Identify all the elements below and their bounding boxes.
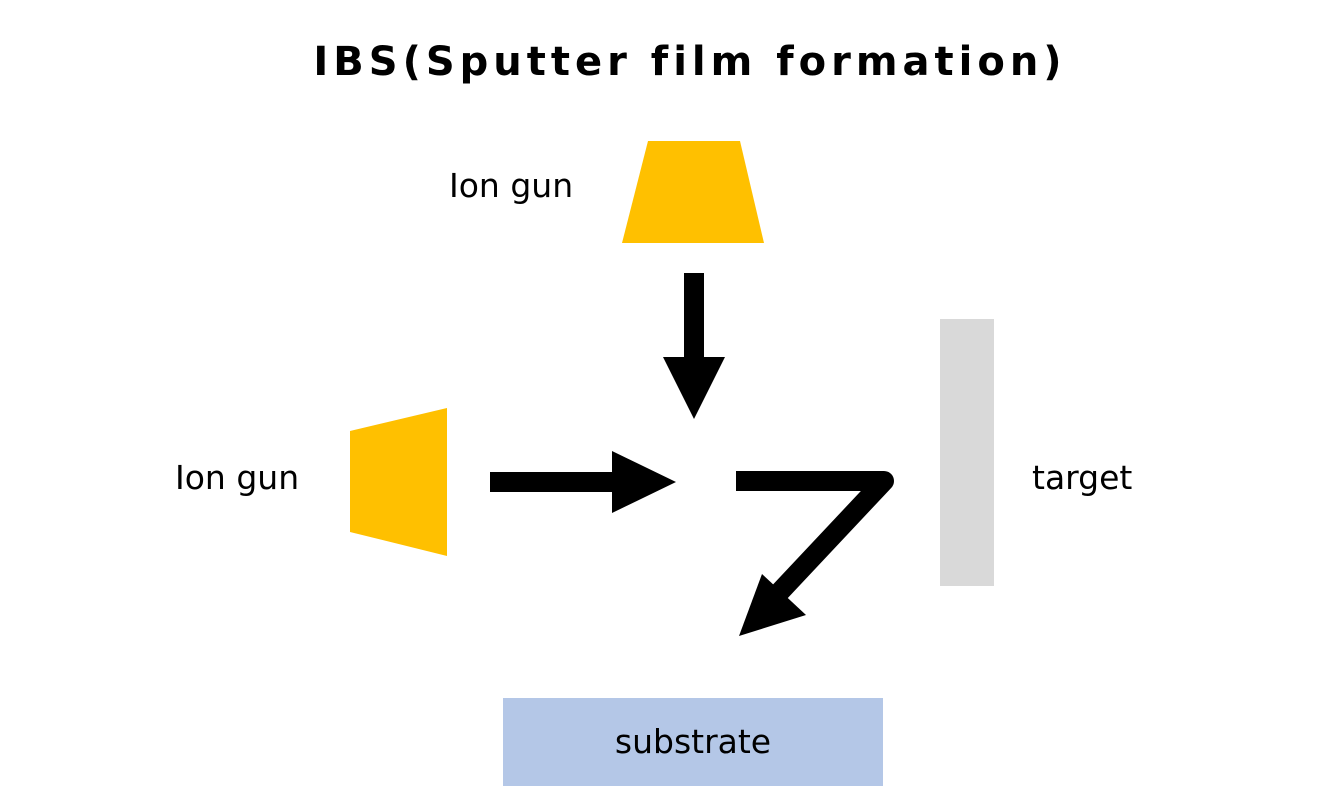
substrate-block: substrate	[503, 698, 883, 786]
ion-beam-down-arrow-shaft	[684, 273, 704, 359]
substrate-label: substrate	[614, 722, 772, 761]
diagram-title: IBS(Sputter film formation)	[313, 39, 1067, 85]
sputter-path-arrow	[736, 471, 894, 636]
sputter-path-arrow-head	[739, 574, 806, 636]
ion-beam-right-arrow	[490, 451, 676, 513]
ion-beam-down-arrow	[663, 273, 725, 419]
ion-gun-top-label: Ion gun	[449, 166, 574, 205]
target-label: target	[1032, 458, 1133, 497]
sputter-path-arrow-shaft	[736, 471, 894, 604]
target-shape	[940, 319, 994, 586]
ion-gun-left-shape	[350, 408, 447, 556]
ion-gun-top-shape	[622, 141, 764, 243]
ion-beam-down-arrow-head	[663, 357, 725, 419]
ion-beam-right-arrow-head	[612, 451, 676, 513]
ion-beam-right-arrow-shaft	[490, 472, 614, 492]
ion-gun-left-label: Ion gun	[175, 458, 300, 497]
